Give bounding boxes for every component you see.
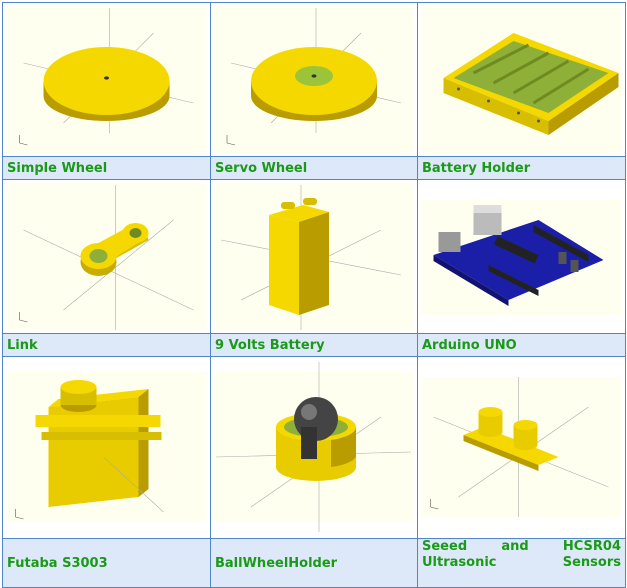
cell-ball-wheel-holder (210, 356, 418, 539)
simple-wheel-render[interactable] (3, 3, 210, 156)
battery-holder-render[interactable] (418, 3, 625, 156)
part-name: Servo Wheel (215, 160, 308, 176)
part-name: BallWheelHolder (215, 555, 338, 571)
cell-servo-wheel (210, 2, 418, 157)
arduino-uno-render[interactable] (418, 180, 625, 333)
9v-battery-render[interactable] (211, 180, 417, 333)
cell-arduino-uno (417, 179, 626, 334)
part-name: Simple Wheel (7, 160, 108, 176)
label-ball-wheel-holder: BallWheelHolder (210, 538, 418, 588)
part-name: Battery Holder (422, 160, 531, 176)
futaba-servo-render[interactable] (3, 357, 210, 538)
servo-wheel-render[interactable] (211, 3, 417, 156)
part-name: Futaba S3003 (7, 555, 108, 571)
cell-simple-wheel (2, 2, 211, 157)
label-servo-wheel: Servo Wheel (210, 156, 418, 180)
label-battery-holder: Battery Holder (417, 156, 626, 180)
cell-ultrasonic-sensors (417, 356, 626, 539)
ball-wheel-holder-render[interactable] (211, 357, 417, 538)
ultrasonic-sensor-render[interactable] (418, 357, 625, 538)
part-name: Arduino UNO (422, 337, 517, 353)
label-ultrasonic-sensors: Seeed and HCSR04 Ultrasonic Sensors (417, 538, 626, 588)
part-name: Seeed and HCSR04 Ultrasonic Sensors (422, 539, 621, 570)
label-futaba-servo: Futaba S3003 (2, 538, 211, 588)
cell-link (2, 179, 211, 334)
cell-9v-battery (210, 179, 418, 334)
part-name: 9 Volts Battery (215, 337, 325, 353)
label-9v-battery: 9 Volts Battery (210, 333, 418, 357)
part-name: Link (7, 337, 38, 353)
label-link: Link (2, 333, 211, 357)
label-arduino-uno: Arduino UNO (417, 333, 626, 357)
link-render[interactable] (3, 180, 210, 333)
label-simple-wheel: Simple Wheel (2, 156, 211, 180)
cell-battery-holder (417, 2, 626, 157)
cell-futaba-servo (2, 356, 211, 539)
